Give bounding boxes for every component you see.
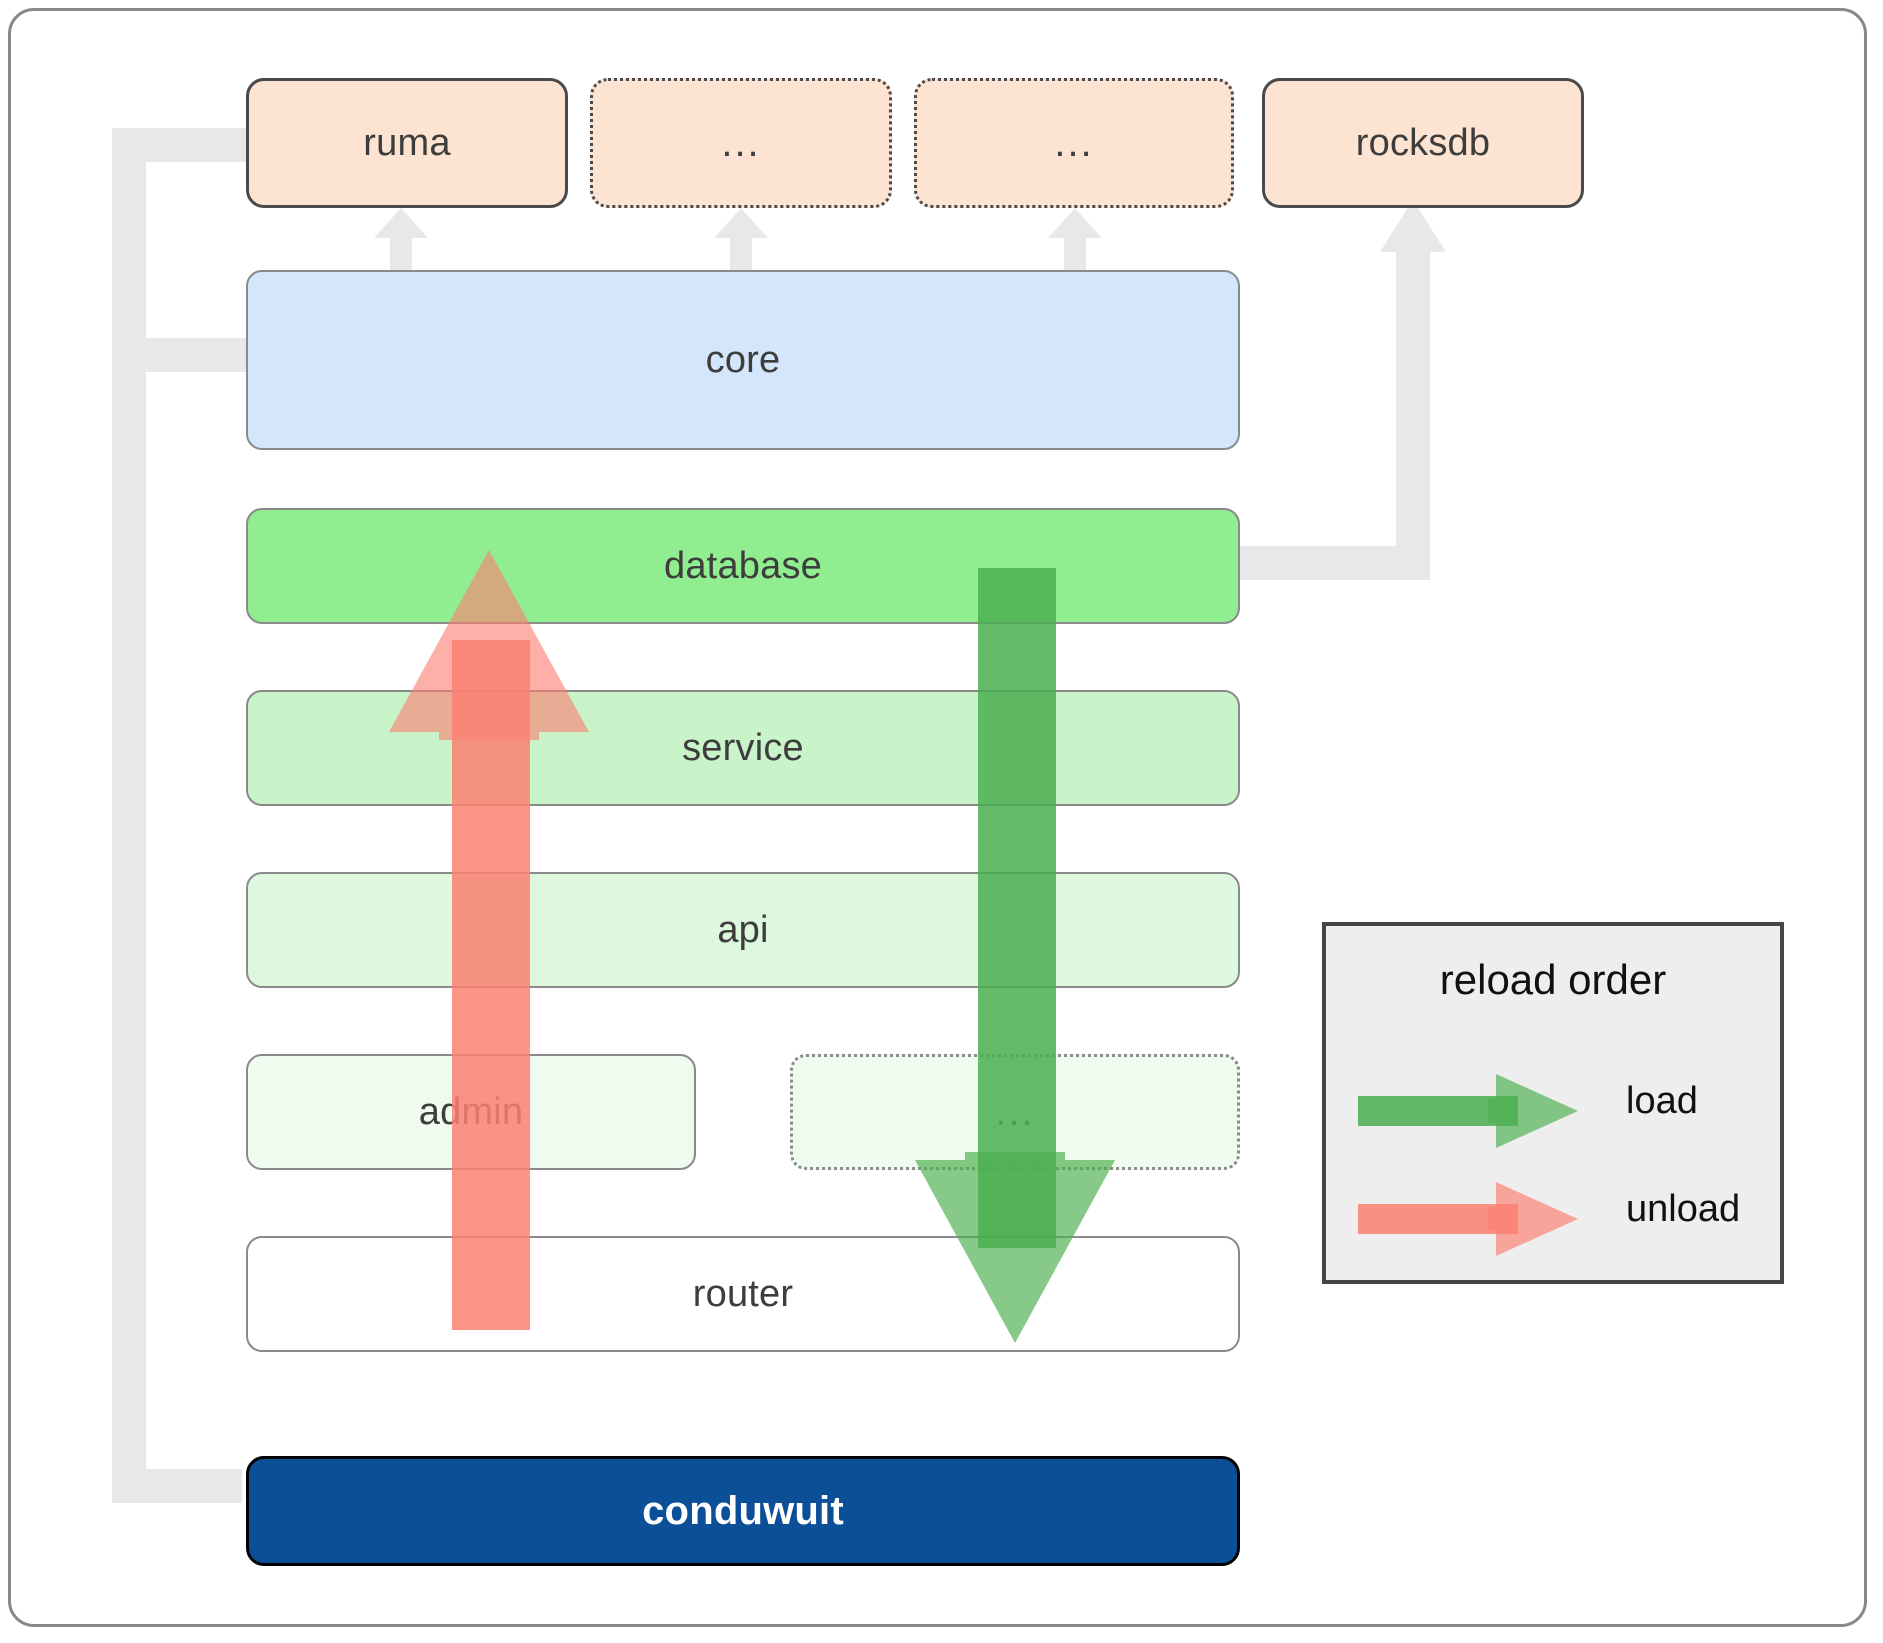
- legend-load-arrow-icon: [1358, 1074, 1578, 1148]
- node-layer-router[interactable]: router: [246, 1236, 1240, 1352]
- node-rocksdb[interactable]: rocksdb: [1262, 78, 1584, 208]
- node-layer-api[interactable]: api: [246, 872, 1240, 988]
- node-conduwuit[interactable]: conduwuit: [246, 1456, 1240, 1566]
- node-core-label: core: [705, 338, 781, 381]
- node-dep-ellipsis-1[interactable]: ...: [590, 78, 892, 208]
- node-layer-admin[interactable]: admin: [246, 1054, 696, 1170]
- node-rocksdb-label: rocksdb: [1355, 121, 1491, 164]
- node-conduwuit-label: conduwuit: [642, 1488, 844, 1533]
- node-layer-ellipsis-label: ...: [995, 1090, 1035, 1134]
- node-layer-service[interactable]: service: [246, 690, 1240, 806]
- node-ruma-label: ruma: [363, 121, 451, 164]
- node-layer-router-label: router: [692, 1272, 794, 1315]
- node-dep-ellipsis-2[interactable]: ...: [914, 78, 1234, 208]
- legend-unload-label: unload: [1626, 1188, 1741, 1230]
- legend-item-load: load: [1326, 1066, 1780, 1156]
- legend-unload-arrow-icon: [1358, 1182, 1578, 1256]
- node-dep-ellipsis-2-label: ...: [1054, 121, 1094, 165]
- node-layer-admin-label: admin: [418, 1090, 524, 1133]
- node-layer-api-label: api: [717, 908, 769, 951]
- diagram-frame: [8, 8, 1867, 1627]
- legend-item-unload: unload: [1326, 1174, 1780, 1264]
- node-layer-database[interactable]: database: [246, 508, 1240, 624]
- legend-reload-order: reload order load unload: [1322, 922, 1784, 1284]
- node-layer-database-label: database: [664, 544, 822, 587]
- node-ruma[interactable]: ruma: [246, 78, 568, 208]
- node-core[interactable]: core: [246, 270, 1240, 450]
- node-dep-ellipsis-1-label: ...: [721, 121, 761, 165]
- legend-title: reload order: [1439, 956, 1667, 1003]
- legend-load-label: load: [1626, 1080, 1698, 1122]
- node-layer-ellipsis[interactable]: ...: [790, 1054, 1240, 1170]
- node-layer-service-label: service: [682, 726, 804, 769]
